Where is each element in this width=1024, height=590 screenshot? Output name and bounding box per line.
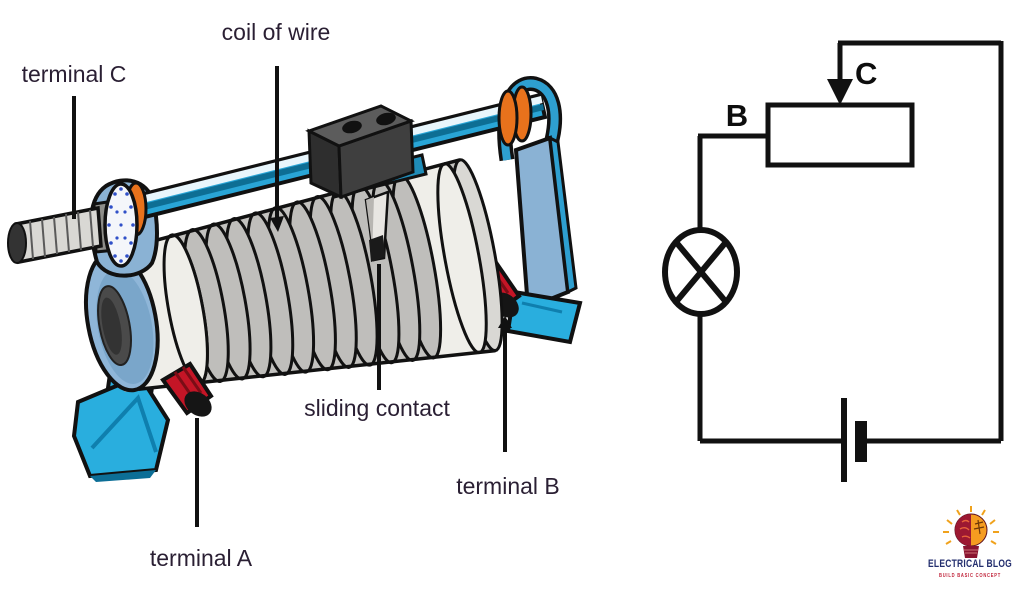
- bulb-base: [963, 546, 979, 558]
- coil-pointer-arrowhead: [270, 216, 284, 232]
- lamp-cross-line: [673, 240, 729, 304]
- rheostat-illustration: terminal C coil of wire sliding contact …: [7, 19, 583, 571]
- tower-glyph: [973, 519, 985, 535]
- circuit-node-b-label: B: [726, 98, 748, 133]
- coil-of-wire-label: coil of wire: [222, 19, 331, 45]
- coil-assembly: [84, 158, 504, 393]
- dotted-washer: [103, 182, 139, 268]
- right-stand-plate-edge: [548, 135, 578, 295]
- wiper-contact-tip: [369, 235, 385, 262]
- left-stand-foot-shadow: [90, 470, 156, 482]
- block-hole: [342, 120, 362, 134]
- bulb-icon: [954, 513, 988, 558]
- circuit-node-c-label: C: [855, 56, 877, 91]
- right-orange-ring: [497, 89, 519, 147]
- logo-title: ELECTRICAL BLOG: [928, 558, 1012, 570]
- terminal-a-cap: [184, 391, 212, 417]
- terminal-b-label: terminal B: [456, 473, 560, 499]
- right-stand-foot-facet: [521, 301, 563, 314]
- bulb-brain-half: [955, 514, 971, 546]
- lamp-symbol: [662, 227, 740, 317]
- right-stand-foot: [505, 289, 583, 345]
- coil-bore-hole-inner: [101, 297, 122, 355]
- terminal-a-label: terminal A: [150, 545, 253, 571]
- label-pointer-lines: [72, 66, 507, 527]
- circuit-schematic: B C: [662, 40, 1004, 482]
- resistor-box-symbol: [765, 102, 915, 168]
- washer-dots: [107, 187, 135, 263]
- lamp-circle: [662, 227, 740, 317]
- battery-short-plate: [855, 421, 867, 462]
- sliding-contact-block: [305, 104, 428, 262]
- sliding-contact-label: sliding contact: [304, 395, 450, 421]
- terminal-a-stripe: [181, 366, 203, 394]
- shaft-body: [14, 205, 103, 265]
- block-hole: [376, 112, 396, 126]
- left-stand-foot: [71, 373, 171, 479]
- terminal-b-pointer-arrowhead: [498, 316, 512, 328]
- left-stand-foot-facets: [90, 394, 158, 453]
- right-orange-rings: [497, 85, 533, 147]
- battery-symbol: [841, 398, 867, 482]
- wiper-arrowhead: [827, 79, 853, 105]
- shaft-end-cap: [7, 222, 27, 264]
- logo-subtitle: BUILD BASIC CONCEPT: [939, 573, 1001, 579]
- terminal-a-knob: [160, 361, 214, 417]
- electrical-blog-logo: ELECTRICAL BLOG BUILD BASIC CONCEPT: [928, 506, 1012, 579]
- terminal-c-label: terminal C: [22, 61, 127, 87]
- bulb-rays: [943, 506, 999, 545]
- brain-squiggles: [959, 519, 971, 539]
- shaft-knurling: [29, 209, 94, 260]
